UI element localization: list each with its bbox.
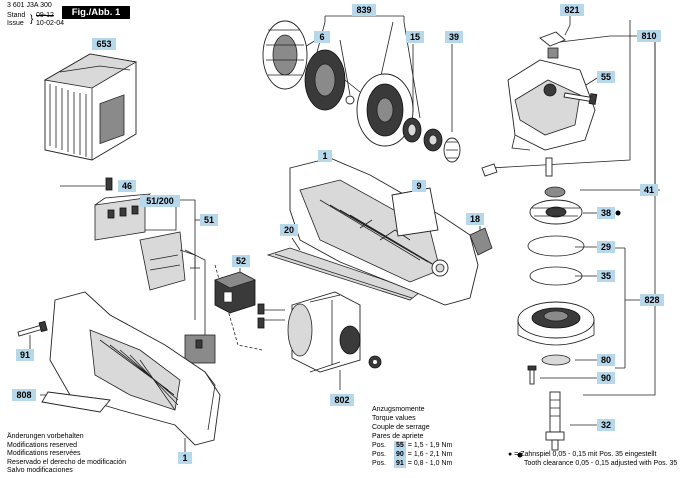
callout-1-bottom: 1 — [178, 452, 192, 464]
callout-9: 9 — [412, 180, 426, 192]
torque-num: 55 — [394, 441, 406, 450]
clearance-marker-38 — [615, 210, 621, 216]
note-line: Änderungen vorbehalten — [7, 433, 84, 440]
torque-num: 90 — [394, 450, 406, 459]
torque-pos: Pos. — [372, 442, 387, 449]
callout-55-top: 55 — [597, 71, 615, 83]
issue-label: Issue — [7, 20, 24, 27]
torque-row: Pos. 90= 1,6 - 2,1 Nm — [372, 450, 452, 459]
callout-51: 51 — [200, 214, 218, 226]
stand-label: Stand — [7, 12, 26, 19]
clearance-note: ● = Zahnspiel 0,05 - 0,15 mit Pos. 35 ei… — [508, 451, 677, 468]
o-ring-29 — [527, 235, 585, 257]
callout-80: 80 — [597, 354, 615, 366]
torque-heading: Torque values — [372, 415, 416, 422]
callout-35: 35 — [597, 270, 615, 282]
modification-notes: Änderungen vorbehalten Modifications res… — [7, 433, 126, 476]
torque-table: Anzugsmomente Torque values Couple de se… — [372, 405, 452, 468]
callout-839: 839 — [352, 4, 376, 16]
screw-55 — [563, 92, 598, 105]
callout-91: 91 — [16, 349, 34, 361]
torque-pos: Pos. — [372, 460, 387, 467]
bearing-15 — [402, 117, 443, 152]
electronic-module-51 — [94, 193, 152, 241]
callout-32: 32 — [597, 419, 615, 431]
callout-808: 808 — [12, 389, 36, 401]
torque-row: Pos. 91= 0,8 - 1,0 Nm — [372, 459, 452, 468]
note-line: Salvo modificaciones — [7, 467, 73, 475]
stand-value: 09-12 — [36, 12, 54, 19]
issue-value: 10-02-04 — [36, 20, 65, 27]
motor-802 — [257, 291, 361, 373]
callout-653: 653 — [92, 38, 116, 50]
gear-head-821 — [507, 31, 596, 151]
callout-15: 15 — [406, 31, 424, 43]
spindle-pin — [545, 157, 553, 177]
callout-51-200: 51/200 — [140, 195, 180, 207]
shim-35 — [529, 266, 583, 286]
washer-80 — [541, 354, 571, 366]
pin-part — [481, 163, 498, 177]
torque-heading: Pares de apriete — [372, 433, 424, 440]
callout-90: 90 — [597, 372, 615, 384]
capacitor-52 — [213, 271, 257, 314]
torque-pos: Pos. — [372, 451, 387, 458]
screw-90 — [527, 365, 537, 385]
torque-row: Pos. 55= 1,5 - 1,9 Nm — [372, 441, 452, 450]
torque-heading: Anzugsmomente — [372, 406, 425, 413]
torque-value: = 1,6 - 2,1 Nm — [407, 451, 453, 458]
housing-half-808 — [41, 291, 221, 446]
part-number: 3 601 J3A 300 — [7, 2, 52, 9]
note-line: Reservado el derecho de modificación — [7, 458, 127, 466]
callout-46: 46 — [118, 180, 136, 192]
lock-button-18 — [469, 227, 493, 256]
callout-828: 828 — [640, 294, 664, 306]
brace: } — [30, 14, 34, 25]
torque-num: 91 — [394, 459, 406, 468]
clearance-line-2: Tooth clearance 0,05 - 0,15 adjusted wit… — [524, 459, 678, 467]
spindle-32 — [545, 391, 565, 451]
clearance-line-1: ● = Zahnspiel 0,05 - 0,15 mit Pos. 35 ei… — [508, 451, 657, 458]
switch-assembly — [139, 231, 216, 364]
callout-821: 821 — [560, 4, 584, 16]
bearing-41 — [544, 186, 566, 198]
callout-39: 39 — [445, 31, 463, 43]
screw-91 — [17, 320, 48, 337]
battery-pack-653 — [43, 53, 138, 161]
fan-wheel-6 — [262, 20, 308, 90]
housing-half-1 — [289, 157, 479, 306]
callout-802: 802 — [330, 394, 354, 406]
callout-18: 18 — [466, 213, 484, 225]
callout-38: 38 — [597, 207, 615, 219]
callout-52: 52 — [232, 255, 250, 267]
spring-46 — [105, 177, 113, 191]
callout-20: 20 — [280, 224, 298, 236]
figure-label: Fig./Abb. 1 — [62, 6, 130, 19]
bevel-gear-38 — [529, 199, 583, 225]
callout-29: 29 — [597, 241, 615, 253]
rotor-assembly-839 — [304, 49, 414, 147]
note-line: Modifications reservées — [7, 450, 81, 458]
small-gear — [368, 355, 382, 369]
cover-plate-9 — [391, 187, 439, 237]
clearance-marker-legend — [517, 452, 523, 458]
callout-1-top: 1 — [318, 150, 332, 162]
pinion-39 — [443, 137, 461, 163]
torque-value: = 0,8 - 1,0 Nm — [407, 460, 453, 467]
callout-810: 810 — [637, 30, 661, 42]
callout-41: 41 — [640, 184, 658, 196]
torque-heading: Couple de serrage — [372, 424, 430, 431]
bearing-flange-828 — [517, 301, 595, 346]
callout-6: 6 — [314, 31, 330, 43]
torque-value: = 1,5 - 1,9 Nm — [407, 442, 453, 449]
note-line: Modifications reserved — [7, 441, 78, 449]
